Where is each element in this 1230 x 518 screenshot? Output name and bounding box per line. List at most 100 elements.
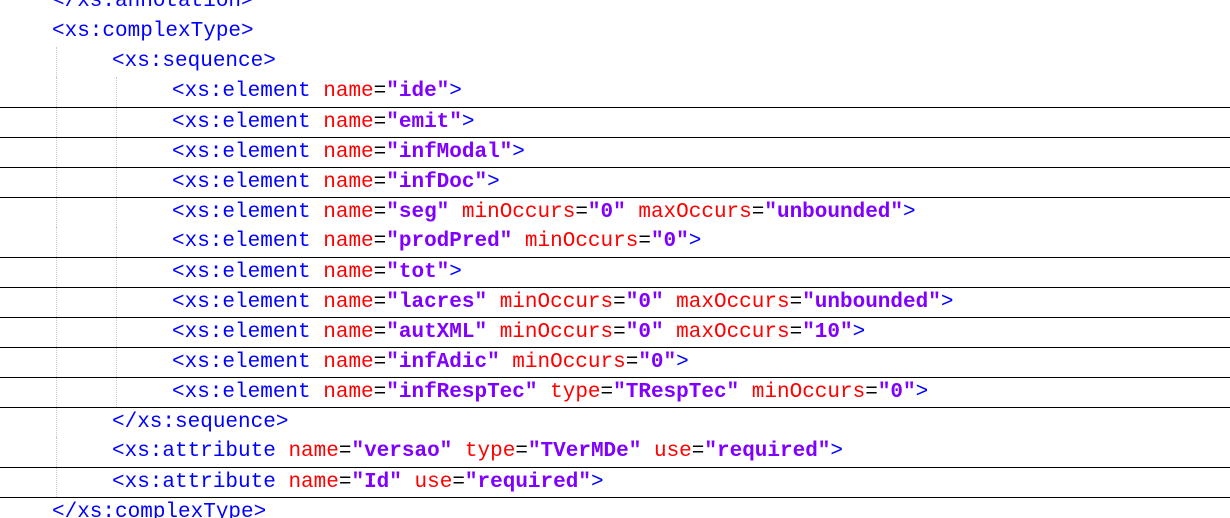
equals-sign: = [373,111,387,134]
equals-sign: = [789,291,803,314]
space [487,291,500,314]
attribute-name: name [323,201,374,224]
code-line[interactable]: <xs:element name="seg" minOccurs="0" max… [0,197,1230,227]
tag-name: <xs:element [172,111,311,134]
code-line[interactable]: <xs:element name="infModal"> [0,137,1230,167]
space [664,321,677,344]
code-text: <xs:element name="lacres" minOccurs="0" … [172,288,953,318]
code-text: </xs:annotation> [52,0,254,17]
equals-sign: = [613,321,626,344]
attribute-value: "emit" [386,111,462,134]
attribute-value: "0" [587,201,626,224]
tag-name: <xs:element [172,321,311,344]
code-line[interactable]: <xs:element name="lacres" minOccurs="0" … [0,287,1230,317]
equals-sign: = [751,201,765,224]
attribute-value: "infDoc" [386,171,488,194]
code-text: <xs:element name="tot"> [172,258,462,288]
attribute-value: "10" [802,321,853,344]
equals-sign: = [452,471,465,494]
attribute-value: "autXML" [386,321,488,344]
code-line[interactable]: <xs:element name="emit"> [0,107,1230,137]
space [487,321,500,344]
tag-name: <xs:element [172,291,311,314]
equals-sign: = [789,321,803,344]
attribute-name: name [288,471,339,494]
equals-sign: = [338,471,352,494]
equals-sign: = [691,440,705,463]
code-line[interactable]: <xs:element name="tot"> [0,257,1230,287]
attribute-name: minOccurs [751,381,866,404]
equals-sign: = [373,141,387,164]
attribute-name: name [323,111,374,134]
code-line[interactable]: <xs:element name="infRespTec" type="TRes… [0,377,1230,407]
code-line[interactable]: </xs:sequence> [0,407,1230,437]
indent-guide [116,77,117,107]
equals-sign: = [600,381,614,404]
tag-close: > [590,471,604,494]
attribute-name: name [323,381,374,404]
equals-sign: = [625,351,639,374]
code-line[interactable]: <xs:element name="infDoc"> [0,167,1230,197]
space [626,201,639,224]
attribute-name: use [414,471,453,494]
tag-name: </xs:sequence> [112,411,289,434]
attribute-value: "prodPred" [386,230,513,253]
tag-close: > [487,171,500,194]
tag-close: > [940,291,954,314]
code-line[interactable]: <xs:element name="ide"> [0,77,1230,107]
tag-name: <xs:element [172,201,311,224]
attribute-value: "ide" [386,80,450,103]
equals-sign: = [373,351,387,374]
space [311,321,324,344]
space [276,440,289,463]
tag-name: <xs:element [172,171,311,194]
indent-guide [56,168,57,197]
tag-close: > [449,261,462,284]
space [311,141,324,164]
code-line[interactable]: <xs:element name="prodPred" minOccurs="0… [0,227,1230,257]
code-line[interactable]: <xs:attribute name="Id" use="required"> [0,467,1230,497]
space [311,351,324,374]
code-line[interactable]: </xs:complexType> [0,497,1230,518]
code-line[interactable]: <xs:element name="infAdic" minOccurs="0"… [0,347,1230,377]
tag-name: </xs:annotation> [52,0,254,13]
tag-name: <xs:element [172,261,311,284]
attribute-name: name [323,171,374,194]
code-text: <xs:element name="infDoc"> [172,168,500,198]
indent-guide [116,288,117,317]
tag-close: > [512,141,525,164]
tag-name: <xs:element [172,141,311,164]
space [538,381,551,404]
indent-guide [116,227,117,257]
attribute-value: "seg" [386,201,450,224]
tag-name: <xs:element [172,80,311,103]
indent-guide [56,437,57,467]
space [311,261,324,284]
attribute-value: "required" [464,471,591,494]
attribute-value: "0" [638,351,677,374]
space [311,381,324,404]
indent-guide [56,198,57,227]
code-line[interactable]: <xs:complexType> [0,17,1230,47]
code-text: <xs:complexType> [52,17,254,47]
code-line[interactable]: </xs:annotation> [0,0,1230,17]
space [449,201,462,224]
code-text: <xs:attribute name="Id" use="required"> [112,468,604,498]
attribute-value: "0" [877,381,916,404]
tag-name: <xs:sequence> [112,50,276,73]
space [311,111,324,134]
indent-guide [116,108,117,137]
code-text: <xs:element name="infRespTec" type="TRes… [172,378,928,408]
attribute-name: maxOccurs [676,291,790,314]
attribute-value: "infRespTec" [386,381,538,404]
attribute-value: "versao" [351,440,453,463]
equals-sign: = [373,381,387,404]
code-line[interactable]: <xs:sequence> [0,47,1230,77]
code-line[interactable]: <xs:element name="autXML" minOccurs="0" … [0,317,1230,347]
code-line[interactable]: <xs:attribute name="versao" type="TVerMD… [0,437,1230,467]
attribute-value: "TRespTec" [613,381,740,404]
tag-name: <xs:element [172,381,311,404]
equals-sign: = [638,230,651,253]
tag-name: </xs:complexType> [52,501,267,518]
